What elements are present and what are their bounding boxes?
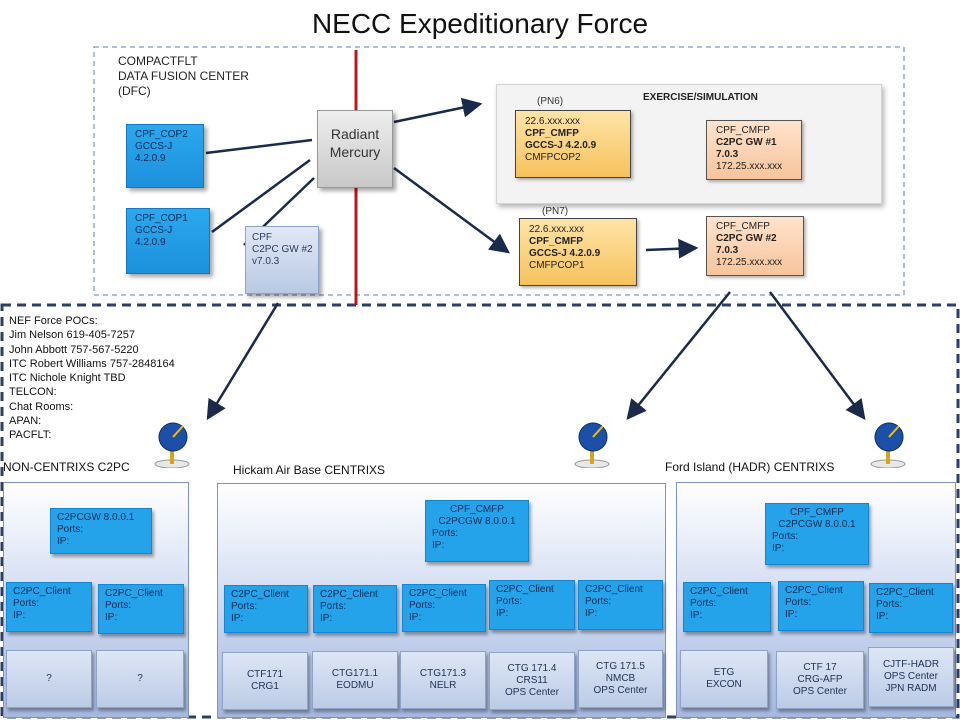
hickam-gateway[interactable]: CPF_CMFP C2PCGW 8.0.0.1 Ports: IP: xyxy=(425,500,529,562)
hickam-client-5[interactable]: C2PC_Client Ports: IP: xyxy=(578,580,663,630)
hickam-client-2[interactable]: C2PC_Client Ports: IP: xyxy=(313,585,397,633)
non-centrixs-client-1[interactable]: C2PC_Client Ports: IP: xyxy=(6,582,92,632)
arrow-pn7-gw2 xyxy=(645,238,699,259)
hickam-client-1[interactable]: C2PC_Client Ports: IP: xyxy=(224,585,308,633)
ford-island-client-1[interactable]: C2PC_Client Ports: IP: xyxy=(683,582,771,632)
arrow-gw2-noncentrixs xyxy=(206,302,280,421)
cmfp-c2pc-gw2-node[interactable]: CPF_CMFP C2PC GW #2 7.0.3 172.25.xxx.xxx xyxy=(706,216,804,276)
arrow-radiant-pn7 xyxy=(393,166,511,254)
ford-island-unit-cjtf-hadr[interactable]: CJTF-HADR OPS Center JPN RADM xyxy=(868,647,954,707)
pn7-label: (PN7) xyxy=(542,206,569,217)
ford-island-client-2[interactable]: C2PC_Client Ports: IP: xyxy=(778,581,864,631)
non-centrixs-unit-1[interactable]: ? xyxy=(6,650,92,708)
non-centrixs-unit-2[interactable]: ? xyxy=(96,650,184,708)
poc-list: NEF Force POCs: Jim Nelson 619-405-7257 … xyxy=(9,315,175,442)
pn6-cmfp-node[interactable]: 22.6.xxx.xxx CPF_CMFP GCCS-J 4.2.0.9 CMF… xyxy=(515,110,631,178)
hickam-unit-ctg171-5[interactable]: CTG 171.5 NMCB OPS Center xyxy=(578,650,663,708)
ford-island-unit-ctf17[interactable]: CTF 17 CRG-AFP OPS Center xyxy=(776,651,864,709)
satellite-dish-icon xyxy=(574,422,610,468)
hickam-unit-ctg171-3[interactable]: CTG171.3 NELR xyxy=(400,651,486,709)
arrow-radiant-exercise xyxy=(393,97,483,124)
dfc-label: COMPACTFLT DATA FUSION CENTER (DFC) xyxy=(118,54,249,98)
ford-island-label: Ford Island (HADR) CENTRIXS xyxy=(665,460,835,474)
cpf-cop1-node[interactable]: CPF_COP1 GCCS-J 4.2.0.9 xyxy=(126,208,210,274)
hickam-unit-ctf171[interactable]: CTF171 CRG1 xyxy=(222,652,308,710)
exercise-simulation-label: EXERCISE/SIMULATION xyxy=(643,92,758,103)
cpf-c2pc-gw2-node[interactable]: CPF C2PC GW #2 v7.0.3 xyxy=(245,226,319,294)
arrow-gw2cmfp-ford xyxy=(768,291,866,421)
satellite-dish-icon xyxy=(870,422,906,468)
page-title: NECC Expeditionary Force xyxy=(311,8,649,39)
hickam-unit-ctg171-4[interactable]: CTG 171.4 CRS11 OPS Center xyxy=(489,652,575,710)
ford-island-gateway[interactable]: CPF_CMFP C2PCGW 8.0.0.1 Ports: IP: xyxy=(765,503,869,565)
arrow-cop2-radiant xyxy=(205,138,313,155)
non-centrixs-gateway[interactable]: C2PCGW 8.0.0.1 Ports: IP: xyxy=(50,508,152,554)
satellite-dish-icon xyxy=(154,422,190,468)
hickam-unit-ctg171-1[interactable]: CTG171.1 EODMU xyxy=(312,651,398,709)
hickam-client-3[interactable]: C2PC_Client Ports: IP: xyxy=(402,584,486,632)
non-centrixs-client-2[interactable]: C2PC_Client Ports: IP: xyxy=(98,584,184,634)
cpf-cop2-node[interactable]: CPF_COP2 GCCS-J 4.2.0.9 xyxy=(126,124,204,188)
ford-island-client-3[interactable]: C2PC_Client Ports: IP: xyxy=(869,583,953,633)
arrow-cop1-radiant xyxy=(211,158,311,234)
cmfp-c2pc-gw1-node[interactable]: CPF_CMFP C2PC GW #1 7.0.3 172.25.xxx.xxx xyxy=(706,120,802,180)
pn7-cmfp-node[interactable]: 22.6.xxx.xxx CPF_CMFP GCCS-J 4.2.0.9 CMF… xyxy=(519,218,637,286)
hickam-label: Hickam Air Base CENTRIXS xyxy=(233,463,386,477)
hickam-client-4[interactable]: C2PC_Client Ports: IP: xyxy=(489,580,575,630)
dfc-boundary xyxy=(93,46,905,296)
arrow-gw2cmfp-hickam xyxy=(626,291,731,420)
radiant-mercury-node[interactable]: Radiant Mercury xyxy=(317,110,393,188)
ford-island-unit-etg[interactable]: ETG EXCON xyxy=(680,650,768,708)
non-centrixs-label: NON-CENTRIXS C2PC xyxy=(3,460,130,474)
pn6-label: (PN6) xyxy=(537,96,564,107)
